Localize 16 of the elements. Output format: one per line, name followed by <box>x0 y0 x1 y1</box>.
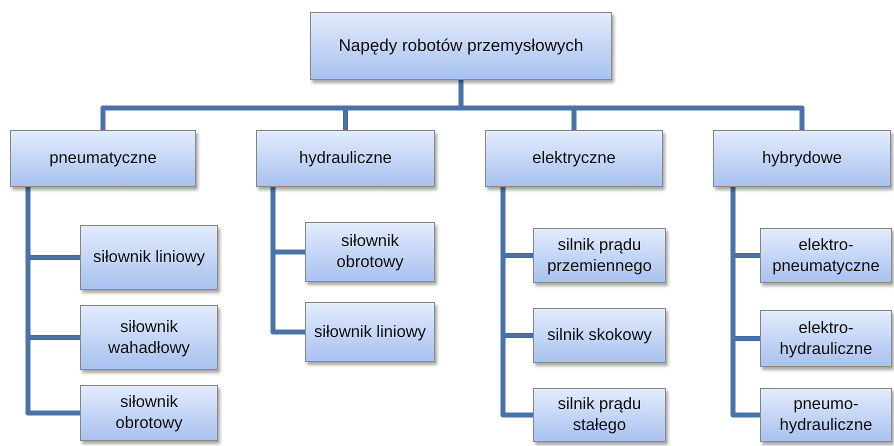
category-box: silnik prądu stałego <box>533 388 666 442</box>
category-box: silnik prądu przemiennego <box>533 228 666 283</box>
category-box: siłownik liniowy <box>80 225 218 290</box>
category-box: hybrydowe <box>713 130 891 187</box>
category-box: pneumatyczne <box>10 130 196 187</box>
category-box: siłownik obrotowy <box>80 385 218 441</box>
category-box: siłownik liniowy <box>305 302 435 362</box>
category-box: hydrauliczne <box>256 130 435 187</box>
category-box: elektryczne <box>485 130 663 187</box>
category-box: siłownik obrotowy <box>305 222 435 282</box>
category-box: Napędy robotów przemysłowych <box>310 12 612 80</box>
category-box: silnik skokowy <box>533 308 666 363</box>
category-box: pneumo- hydrauliczne <box>760 388 892 442</box>
category-box: elektro- hydrauliczne <box>760 310 892 367</box>
category-box: siłownik wahadłowy <box>80 305 218 370</box>
category-box: elektro- pneumatyczne <box>760 228 892 283</box>
